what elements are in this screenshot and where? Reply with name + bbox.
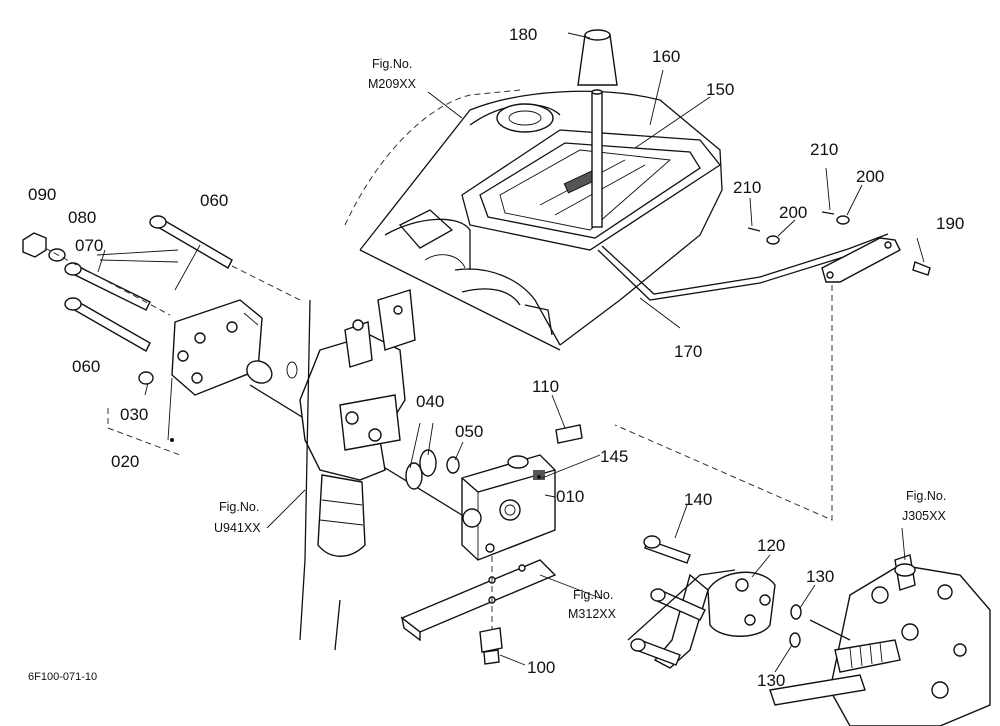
label-130-lower: 130 bbox=[757, 671, 785, 690]
label-200-lower: 200 bbox=[779, 203, 807, 222]
figref-u941-caption: Fig.No. bbox=[219, 500, 259, 514]
figref-m209-caption: Fig.No. bbox=[372, 57, 412, 71]
label-070: 070 bbox=[75, 236, 103, 255]
label-150: 150 bbox=[706, 80, 734, 99]
lower-linkage bbox=[627, 535, 802, 669]
label-180: 180 bbox=[509, 25, 537, 44]
shift-lever bbox=[577, 29, 618, 228]
label-210-lower: 210 bbox=[733, 178, 761, 197]
label-090: 090 bbox=[28, 185, 56, 204]
pins-washers bbox=[614, 211, 850, 521]
figref-j305-code: J305XX bbox=[902, 509, 946, 523]
label-145: 145 bbox=[600, 447, 628, 466]
drawing-code: 6F100-071-10 bbox=[28, 671, 97, 683]
label-010: 010 bbox=[556, 487, 584, 506]
label-060-lower: 060 bbox=[72, 357, 100, 376]
hydraulic-assembly-right bbox=[769, 554, 991, 726]
bracket-plate bbox=[400, 556, 557, 665]
leader-lines bbox=[96, 32, 925, 673]
label-060-upper: 060 bbox=[200, 191, 228, 210]
label-110: 110 bbox=[532, 377, 559, 396]
figref-j305-caption: Fig.No. bbox=[906, 489, 946, 503]
label-190: 190 bbox=[936, 214, 964, 233]
label-050: 050 bbox=[455, 422, 483, 441]
label-020: 020 bbox=[111, 452, 139, 471]
figref-m312-caption: Fig.No. bbox=[573, 588, 613, 602]
label-140: 140 bbox=[684, 490, 712, 509]
label-200-upper: 200 bbox=[856, 167, 884, 186]
fender-cover bbox=[344, 89, 723, 351]
label-100: 100 bbox=[527, 658, 555, 677]
figref-u941-code: U941XX bbox=[214, 521, 261, 535]
bolts-left bbox=[22, 215, 301, 385]
label-210-upper: 210 bbox=[810, 140, 838, 159]
link-rod bbox=[597, 233, 931, 301]
label-030: 030 bbox=[120, 405, 148, 424]
valve-block bbox=[461, 424, 583, 561]
end-plate bbox=[107, 299, 263, 456]
figref-m312-code: M312XX bbox=[568, 607, 617, 621]
figref-m209-code: M209XX bbox=[368, 77, 417, 91]
o-rings-040-050 bbox=[405, 449, 460, 490]
label-130-upper: 130 bbox=[806, 567, 834, 586]
label-080: 080 bbox=[68, 208, 96, 227]
label-160: 160 bbox=[652, 47, 680, 66]
control-valve bbox=[299, 289, 416, 651]
label-170: 170 bbox=[674, 342, 702, 361]
label-120: 120 bbox=[757, 536, 785, 555]
label-040: 040 bbox=[416, 392, 444, 411]
